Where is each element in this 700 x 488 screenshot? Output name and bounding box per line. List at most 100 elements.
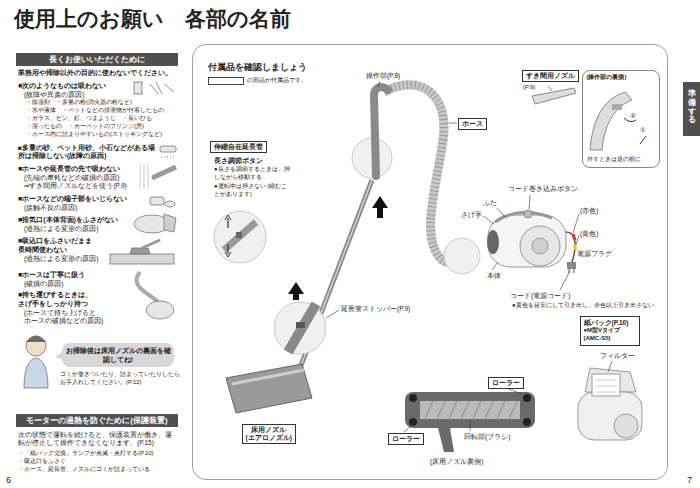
leader-line bbox=[573, 214, 579, 233]
node-text: お掃除後は床用ノズルの裏面を確認してね! bbox=[65, 346, 171, 364]
text-label: ・水や液体 ・ペットなどの排泄物が付着したもの bbox=[26, 107, 164, 115]
text-label: ・除湿剤 ・多量の粉(消火器の粉など) bbox=[26, 99, 132, 107]
inset-box: (操作部の裏側) bbox=[582, 70, 660, 168]
text-label: ■次のようなものは吸わない bbox=[18, 82, 106, 91]
vacuum-illustration bbox=[520, 226, 560, 266]
part-name-box: ローラー bbox=[388, 433, 424, 445]
leader-line bbox=[326, 81, 612, 432]
text-label: 外すときは逆の順に bbox=[587, 156, 641, 164]
text-label: (接触不良の原因) bbox=[24, 204, 77, 212]
warning-icon bbox=[130, 248, 150, 254]
warning-icon bbox=[110, 254, 174, 264]
vacuum-illustration bbox=[523, 418, 531, 426]
vacuum-illustration bbox=[488, 215, 566, 267]
warning-icon bbox=[142, 240, 160, 248]
node-text: すき間用ノズル bbox=[526, 72, 575, 80]
vacuum-illustration bbox=[592, 374, 620, 396]
side-tab: 準備する bbox=[683, 82, 700, 136]
text-label: ■ホースは丁寧に扱う bbox=[18, 271, 85, 280]
text-label: コード巻き込みボタン bbox=[508, 185, 578, 193]
text-label: ■持ち運びするときは、さげ手をしっかり持つ bbox=[18, 291, 98, 309]
leader-line bbox=[378, 81, 380, 87]
text-label: (故障や異臭の原因) bbox=[24, 91, 84, 99]
vacuum-illustration bbox=[425, 401, 517, 419]
part-name-box: 床用ノズル(エアロノズル) bbox=[242, 424, 296, 444]
page-number: 6 bbox=[6, 475, 11, 486]
part-name-box: 伸縮自在延長管 bbox=[210, 141, 267, 153]
warning-icon bbox=[164, 214, 176, 232]
legend-swatch bbox=[208, 77, 244, 85]
vacuum-illustration bbox=[590, 92, 632, 150]
vacuum-illustration bbox=[232, 370, 304, 384]
vacuum-illustration bbox=[523, 394, 531, 402]
node-text: ホース bbox=[462, 120, 483, 128]
vacuum-illustration bbox=[288, 282, 304, 300]
section-band: モーターの過熱を防ぐために(保護装置) bbox=[16, 414, 178, 427]
person-icon bbox=[26, 336, 46, 356]
node-text: ●M型Vタイプ (AMC-S5) bbox=[584, 327, 636, 343]
node-text: ローラー bbox=[392, 435, 420, 443]
vacuum-illustration bbox=[296, 322, 305, 328]
leader-line bbox=[449, 123, 457, 124]
text-label: ① bbox=[640, 126, 646, 134]
text-label: ●黄色を目安にして引き出し、赤色以上引き出さない bbox=[512, 302, 654, 310]
vacuum-illustration bbox=[225, 215, 231, 257]
vacuum-illustration bbox=[573, 234, 575, 240]
leader-line bbox=[608, 361, 612, 372]
warning-icon bbox=[152, 167, 176, 178]
vacuum-illustration bbox=[532, 88, 576, 104]
vacuum-illustration bbox=[444, 238, 480, 274]
text-label: (過熱による変形の原因) bbox=[24, 225, 98, 233]
vacuum-illustration bbox=[640, 136, 646, 144]
vacuum-illustration bbox=[274, 302, 326, 354]
text-label: 本体 bbox=[487, 272, 501, 280]
part-name-box: 紙パック(P.10)●M型Vタイプ (AMC-S5) bbox=[580, 316, 640, 346]
part-name-box: ローラー bbox=[488, 377, 524, 389]
text-label: (黄色) bbox=[580, 230, 598, 238]
vacuum-illustration bbox=[614, 414, 638, 438]
text-label: ■排気口(本体背面)をふさがない bbox=[18, 216, 118, 225]
text-label: (過熱による変形の原因) bbox=[24, 255, 98, 263]
vacuum-illustration bbox=[567, 262, 576, 269]
text-label: ●長さを調節するときは、押しながら移動する bbox=[214, 166, 292, 181]
node-text: (操作部の裏側) bbox=[587, 74, 655, 82]
person-icon bbox=[55, 352, 62, 359]
text-label: ●運転中は押さない (縮むことがあります) bbox=[214, 183, 292, 198]
person-icon bbox=[26, 336, 46, 342]
part-name-box: すき間用ノズル bbox=[522, 70, 579, 82]
vacuum-illustration bbox=[566, 232, 575, 262]
node-text: 床用ノズル bbox=[246, 426, 292, 434]
text-label: (床用ノズル裏側) bbox=[430, 458, 483, 466]
text-label: 次の状態で運転を続けると、保護装置が働き、運転が停止して操作できなくなります。(… bbox=[18, 431, 178, 447]
person-icon bbox=[24, 336, 62, 388]
text-label: 回転部(ブラシ) bbox=[464, 433, 510, 441]
vacuum-illustration bbox=[374, 87, 388, 176]
legend-text: の部品が付属品です。 bbox=[247, 77, 307, 85]
text-label: ■多量の砂、ペット用砂、小石などがある場所は掃除しない(故障の原因) bbox=[18, 144, 158, 160]
leader-line bbox=[506, 388, 522, 394]
warning-icon bbox=[150, 82, 174, 94]
warning-icon bbox=[146, 301, 174, 319]
vacuum-illustration bbox=[612, 104, 622, 110]
text-label: ・「紙パック交換」ランプが点滅・点灯する(P.10) bbox=[18, 450, 154, 458]
text-label: 電源プラグ bbox=[577, 250, 612, 258]
parts-panel: 付属品を確認しましょうすき間用ノズル(操作部の裏側)ホース伸縮自在延長管紙パック… bbox=[192, 44, 668, 480]
leader-line bbox=[529, 195, 530, 209]
text-label: ■吸込口をふさいだまま長時間使わない bbox=[18, 237, 98, 255]
warning-icon bbox=[140, 165, 148, 189]
text-label: 延長管ストッパー(P.9) bbox=[341, 305, 410, 313]
warning-icon bbox=[161, 157, 176, 158]
text-label: ■ホースや延長管の先で吸わない bbox=[18, 165, 120, 174]
text-label: さげ手 bbox=[461, 211, 482, 219]
leader-line bbox=[576, 235, 579, 245]
vacuum-illustration bbox=[596, 380, 616, 392]
node-text: 伸縮自在延長管 bbox=[214, 143, 263, 151]
text-label: ⇒すき間用ノズルなどを使う(P.9) bbox=[24, 182, 127, 190]
vacuum-illustration bbox=[227, 218, 228, 254]
text-label: ゴミが巻きついたり、詰まっていたりしたらお手入れしてください。(P.12) bbox=[60, 371, 180, 386]
text-label: ・ホース、延長管、ノズルにゴミが詰まっている bbox=[18, 466, 150, 474]
text-label: ・吸込口をふさぐ bbox=[18, 458, 66, 466]
vacuum-illustration bbox=[487, 230, 499, 254]
text-label: (ホースで持ち上げると、ホースの破損などの原因) bbox=[24, 309, 106, 325]
text-label: ② bbox=[630, 112, 636, 120]
